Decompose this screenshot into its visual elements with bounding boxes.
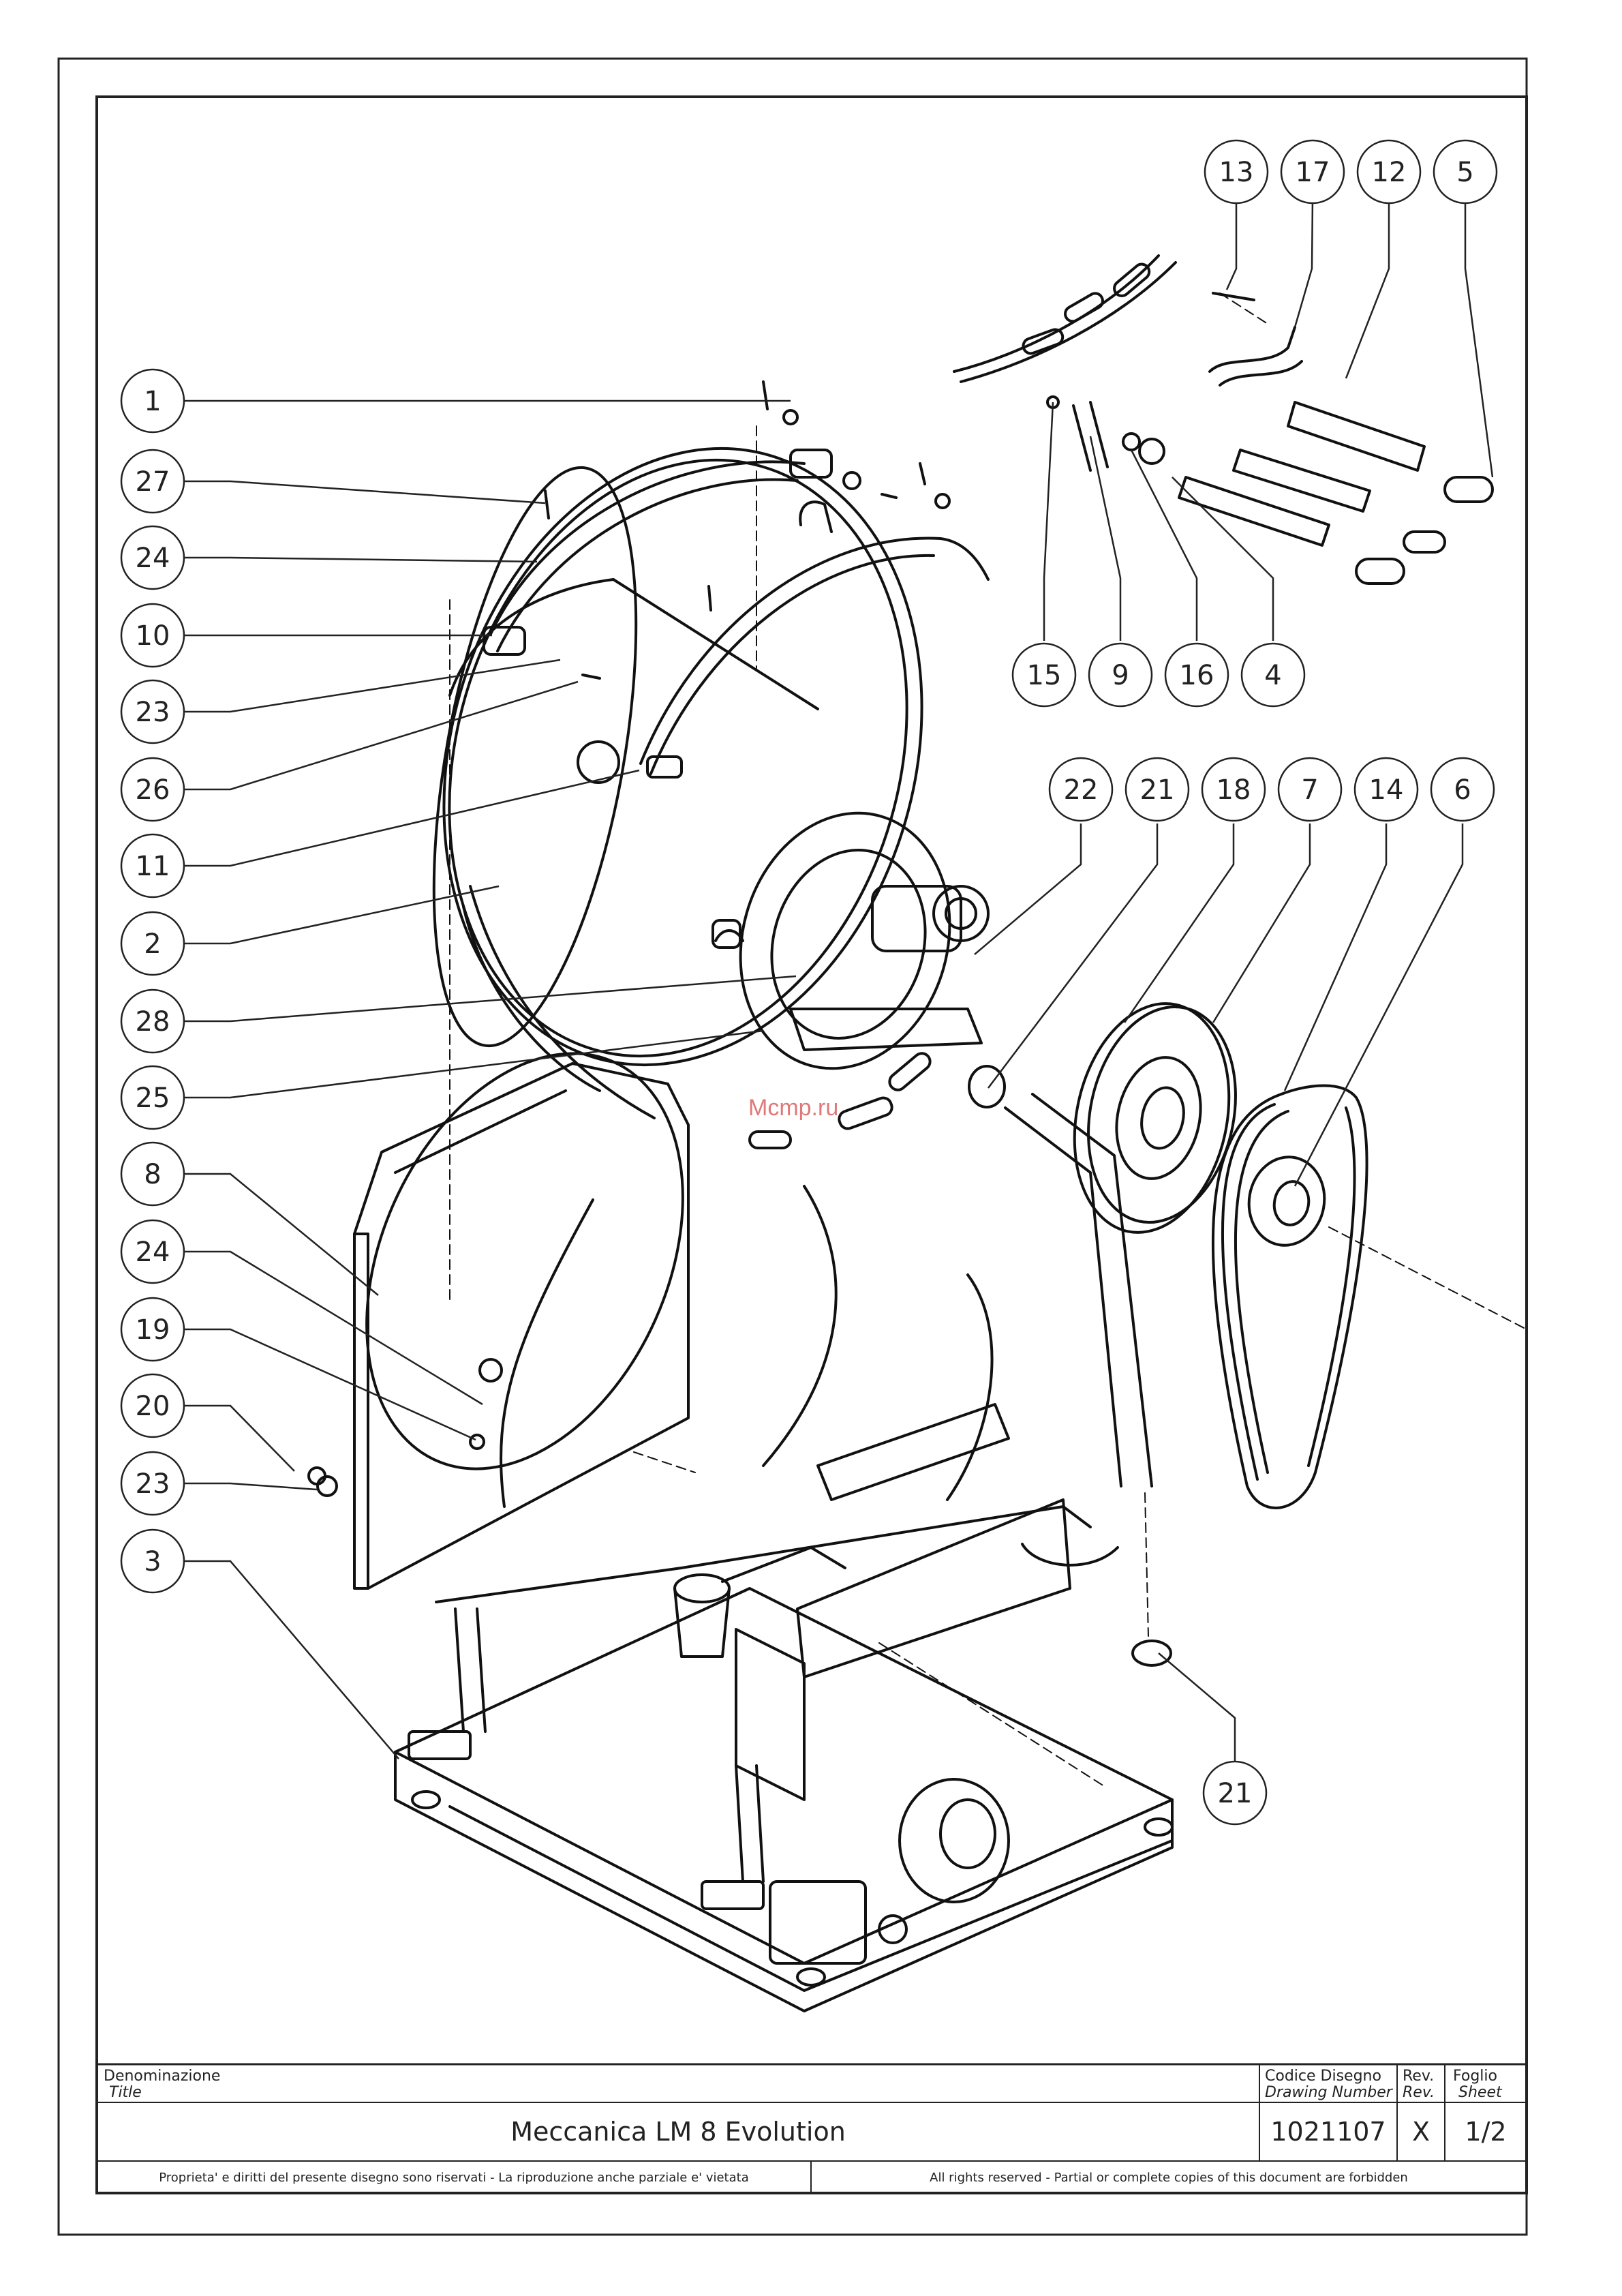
callout-label: 25 xyxy=(136,1083,170,1114)
label-codice-disegno: Codice Disegno xyxy=(1265,2068,1381,2085)
label-rev: Rev. xyxy=(1403,2068,1434,2085)
callout-14: 14 xyxy=(1353,757,1419,822)
watermark: Mcmp.ru xyxy=(748,1095,838,1121)
callout-label: 24 xyxy=(136,543,170,574)
callout-label: 12 xyxy=(1372,157,1407,188)
callout-4: 4 xyxy=(1240,642,1306,708)
callouts-top-right: 13 17 12 5 xyxy=(1204,139,1498,205)
callout-22: 22 xyxy=(1048,757,1114,822)
label-title: Title xyxy=(109,2084,142,2101)
label-drawing-number: Drawing Number xyxy=(1265,2084,1394,2101)
callout-label: 27 xyxy=(136,466,170,498)
callout-27: 27 xyxy=(120,449,185,514)
pulley-and-belt xyxy=(968,1002,1368,1667)
outer-border xyxy=(57,57,1528,2236)
callout-17: 17 xyxy=(1280,139,1345,205)
callout-label: 11 xyxy=(136,851,170,882)
callout-label: 21 xyxy=(1218,1778,1253,1809)
callout-10: 10 xyxy=(120,603,185,668)
sheet-value: 1/2 xyxy=(1465,2117,1506,2147)
callout-16: 16 xyxy=(1164,642,1229,708)
callout-23: 23 xyxy=(120,679,185,744)
callout-12: 12 xyxy=(1356,139,1422,205)
assembly-lines xyxy=(449,292,1527,1787)
callouts-mid-right: 15 9 16 4 xyxy=(1011,642,1306,708)
heating-elements xyxy=(953,254,1494,585)
callout-5: 5 xyxy=(1433,139,1498,205)
callouts-left-column: 1 27 24 10 23 26 11 2 28 25 8 24 19 20 2… xyxy=(120,368,185,1594)
callout-7: 7 xyxy=(1277,757,1343,822)
callout-label: 18 xyxy=(1216,774,1251,806)
base-frame xyxy=(307,1185,1174,2012)
callout-19: 19 xyxy=(120,1297,185,1362)
front-bracket-plate xyxy=(353,1052,690,1590)
callout-label: 21 xyxy=(1140,774,1175,806)
callout-2: 2 xyxy=(120,911,185,976)
copyright-note-it: Proprieta' e diritti del presente disegn… xyxy=(159,2171,748,2185)
callout-label: 19 xyxy=(136,1314,170,1346)
callout-label: 6 xyxy=(1454,774,1471,806)
callout-28: 28 xyxy=(120,988,185,1054)
callout-25: 25 xyxy=(120,1065,185,1130)
callout-24b: 24 xyxy=(120,1219,185,1284)
label-sheet: Sheet xyxy=(1458,2084,1503,2101)
callout-6: 6 xyxy=(1430,757,1495,822)
callout-label: 17 xyxy=(1296,157,1330,188)
callout-label: 8 xyxy=(144,1159,161,1190)
callout-13: 13 xyxy=(1204,139,1269,205)
callout-label: 23 xyxy=(136,1468,170,1500)
callout-label: 23 xyxy=(136,697,170,728)
label-foglio: Foglio xyxy=(1453,2068,1497,2085)
label-denominazione: Denominazione xyxy=(104,2068,220,2085)
callout-label: 2 xyxy=(144,928,161,960)
callout-20: 20 xyxy=(120,1373,185,1438)
callout-label: 13 xyxy=(1219,157,1254,188)
drawing-title: Meccanica LM 8 Evolution xyxy=(510,2117,846,2147)
callout-label: 7 xyxy=(1301,774,1318,806)
leader-lines xyxy=(184,197,1494,1764)
callouts-right: 22 21 18 7 14 6 xyxy=(1048,757,1495,822)
callout-label: 24 xyxy=(136,1237,170,1268)
label-rev-en: Rev. xyxy=(1403,2084,1435,2101)
drum-bands xyxy=(483,380,990,779)
callout-24: 24 xyxy=(120,525,185,590)
callout-label: 20 xyxy=(136,1391,170,1422)
copyright-note-en: All rights reserved - Partial or complet… xyxy=(930,2171,1408,2185)
callout-11: 11 xyxy=(120,833,185,898)
callout-18: 18 xyxy=(1201,757,1266,822)
callout-label: 4 xyxy=(1264,660,1281,691)
callout-label: 28 xyxy=(136,1006,170,1038)
callout-1: 1 xyxy=(120,368,185,434)
title-block xyxy=(97,2063,1527,2193)
callout-23b: 23 xyxy=(120,1451,185,1516)
callout-label: 9 xyxy=(1112,660,1129,691)
drawing-number-value: 1021107 xyxy=(1270,2117,1386,2147)
callout-9: 9 xyxy=(1088,642,1153,708)
callout-label: 1 xyxy=(144,386,161,417)
callout-21: 21 xyxy=(1124,757,1190,822)
callout-label: 22 xyxy=(1064,774,1099,806)
callout-3: 3 xyxy=(120,1528,185,1594)
callout-label: 3 xyxy=(144,1546,161,1577)
revision-value: X xyxy=(1412,2117,1430,2147)
callout-label: 16 xyxy=(1180,660,1214,691)
callout-8: 8 xyxy=(120,1141,185,1207)
callout-label: 14 xyxy=(1369,774,1404,806)
callout-label: 5 xyxy=(1456,157,1473,188)
callout-21-bottom: 21 xyxy=(1202,1760,1268,1826)
inner-border xyxy=(95,95,1528,2194)
callout-label: 10 xyxy=(136,620,170,652)
callout-label: 26 xyxy=(136,774,170,806)
exploded-assembly-drawing xyxy=(307,254,1527,2012)
callout-label: 15 xyxy=(1027,660,1062,691)
callout-26: 26 xyxy=(120,757,185,822)
callout-15: 15 xyxy=(1011,642,1077,708)
